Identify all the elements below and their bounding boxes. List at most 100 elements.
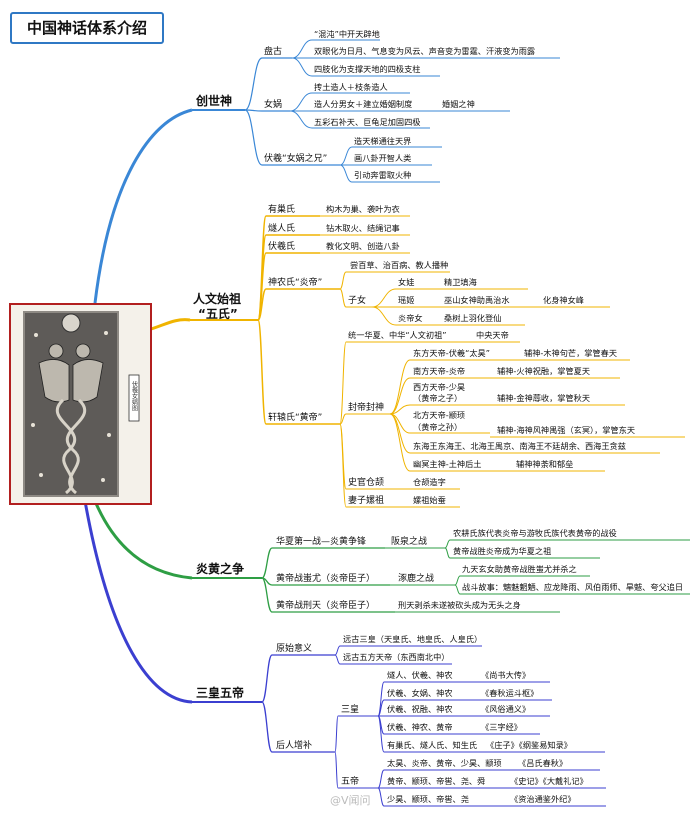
- child-nvwa-desc: 精卫填海: [444, 277, 477, 287]
- fuxi-renwen-desc: 教化文明、创造八卦: [326, 241, 400, 251]
- nvwa-item-3: 五彩石补天、巨龟足加固四极: [314, 117, 421, 127]
- war2-item-1: 九天玄女助黄帝战胜蚩尤并杀之: [462, 564, 577, 574]
- youming-desc: 辅神神荼和郁垒: [516, 459, 574, 469]
- connector: [334, 654, 341, 665]
- connector: [291, 39, 313, 59]
- war3-desc: 刑天剥杀未遂被砍头成为无头之身: [398, 600, 521, 610]
- sanhuang-book-4: 《三字经》: [481, 722, 522, 732]
- connector: [389, 404, 411, 415]
- west-emperor-2: （黄帝之子）: [413, 393, 463, 403]
- connector: [244, 109, 263, 166]
- connector: [289, 110, 313, 129]
- connector: [377, 681, 385, 717]
- origin-item-2: 远古五方天帝（东西南北中）: [343, 652, 450, 662]
- node-war3: 黄帝战刑天（炎帝臣子）: [276, 601, 376, 611]
- page-title: 中国神话体系介绍: [10, 12, 164, 44]
- north-emperor-desc: 辅神-海神风神禺强（玄冥），掌管东天: [497, 425, 636, 435]
- child-yaoji: 瑶姬: [398, 295, 415, 305]
- north-emperor-2: （黄帝之孙）: [413, 422, 463, 432]
- origin-item-1: 远古三皇（天皇氏、地皇氏、人皇氏）: [343, 634, 483, 644]
- wudi-row-1: 太昊、炎帝、黄帝、少昊、颛顼: [387, 758, 502, 768]
- suiren-desc: 钻木取火、结绳记事: [326, 223, 400, 233]
- connector: [339, 288, 347, 308]
- node-later: 后人增补: [276, 741, 313, 751]
- connector: [377, 769, 385, 789]
- sanhuang-book-5: 《庄子》《纲鉴易知录》: [486, 740, 572, 750]
- connector: [339, 164, 353, 183]
- fuxi-nvwa-illustration: 伏羲女娲图: [11, 305, 150, 503]
- node-sanhuang: 三皇: [341, 705, 360, 715]
- child-yandinv-desc: 桑树上羽化登仙: [444, 313, 502, 323]
- sanhuang-row-1: 燧人、伏羲、神农: [387, 670, 453, 680]
- nvwa-item-2: 造人分男女＋建立婚姻制度: [314, 99, 413, 109]
- connector: [371, 288, 397, 308]
- battle-banquan: 阪泉之战: [391, 537, 428, 547]
- pangu-item-3: 四肢化为支撑天地的四极支柱: [314, 64, 421, 74]
- xuanyuan-unify-extra: 中央天帝: [476, 330, 509, 340]
- south-emperor: 南方天帝-炎帝: [413, 366, 466, 376]
- connector: [83, 500, 193, 704]
- connector: [244, 57, 263, 111]
- nvwa-extra: 婚姻之神: [442, 99, 475, 109]
- connector: [147, 318, 191, 332]
- east-emperor-desc: 辅神-木神句芒，掌管春天: [524, 348, 618, 358]
- image-caption: 伏羲女娲图: [131, 380, 138, 412]
- connector: [339, 413, 347, 425]
- pangu-item-2: 双眼化为日月、气息变为风云、声音变为雷霆、汗液变为雨露: [314, 46, 536, 56]
- node-children: 子女: [348, 296, 367, 306]
- connector: [257, 288, 267, 321]
- connector: [339, 271, 347, 290]
- shiguan-desc: 仓颉造字: [413, 477, 446, 487]
- connector: [257, 319, 267, 425]
- connector: [93, 108, 193, 304]
- node-war1: 华夏第一战—炎黄争锋: [276, 537, 367, 547]
- pangu-item-1: “混沌”中开天辟地: [314, 29, 380, 39]
- child-yaoji-extra: 化身神女峰: [543, 295, 584, 305]
- sanhuang-row-2: 伏羲、女娲、神农: [387, 688, 453, 698]
- connector: [339, 146, 353, 166]
- sanhuang-book-1: 《尚书大传》: [481, 670, 531, 680]
- connector: [444, 547, 451, 559]
- connector: [389, 413, 411, 454]
- shennong-deed: 尝百草、治百病、教人播种: [350, 260, 449, 270]
- war1-item-2: 黄帝战胜炎帝成为华夏之祖: [453, 546, 552, 556]
- child-yandinv: 炎帝女: [398, 313, 423, 323]
- south-emperor-desc: 辅神-火神祝融，掌管夏天: [497, 366, 591, 376]
- node-pangu: 盘古: [264, 47, 283, 57]
- node-xuanyuan: 轩辕氏“黄帝”: [268, 413, 323, 423]
- watermark: @V闻问: [330, 794, 371, 807]
- west-emperor: 西方天帝-少昊: [413, 382, 466, 392]
- node-qizi: 妻子嫘祖: [348, 496, 385, 506]
- connector: [261, 547, 273, 579]
- child-yaoji-desc: 巫山女神助禹治水: [444, 295, 510, 305]
- fuxi-nvwa-image: 伏羲女娲图: [9, 303, 152, 505]
- connector: [334, 645, 341, 656]
- qizi-desc: 嫘祖始蚕: [413, 495, 446, 505]
- branch-renwen-sub: “五氏”: [198, 307, 238, 321]
- west-emperor-desc: 辅神-金神蓐收，掌管秋天: [497, 393, 591, 403]
- war2-item-2: 战斗故事：魑魅魍魉、应龙降雨、风伯雨师、旱魃、夸父追日: [462, 582, 684, 592]
- node-shennong: 神农氏“炎帝”: [268, 278, 323, 288]
- connector: [444, 539, 451, 549]
- connector: [261, 654, 273, 703]
- connector: [377, 787, 385, 807]
- sea-kings: 东海王东海王、北海王禺京、南海王不廷胡余、西海王贪兹: [413, 441, 626, 451]
- sanhuang-row-5: 有巢氏、燧人氏、知生氏: [387, 740, 478, 750]
- node-nvwa: 女娲: [264, 100, 283, 110]
- wudi-book-3: 《资治通鉴外纪》: [510, 794, 576, 804]
- war1-item-1: 农耕氏族代表炎帝与游牧氏族代表黄帝的战役: [453, 528, 617, 538]
- node-wudi: 五帝: [341, 777, 360, 787]
- node-suiren: 燧人氏: [268, 224, 296, 234]
- node-fuxi-chuangshi: 伏羲“女娲之兄”: [264, 154, 328, 164]
- connector: [291, 57, 313, 77]
- nvwa-item-1: 抟土造人＋枝条造人: [314, 82, 388, 92]
- battle-zhuolu: 涿鹿之战: [398, 574, 435, 584]
- connector: [389, 413, 411, 472]
- connector: [377, 715, 385, 753]
- node-fengdi: 封帝封神: [348, 403, 385, 413]
- connector: [339, 423, 347, 508]
- sanhuang-book-3: 《风俗通义》: [481, 704, 531, 714]
- fuxi-item-2: 画八卦开智人类: [354, 153, 412, 163]
- connector: [339, 341, 347, 425]
- child-nvwa: 女娃: [398, 277, 415, 287]
